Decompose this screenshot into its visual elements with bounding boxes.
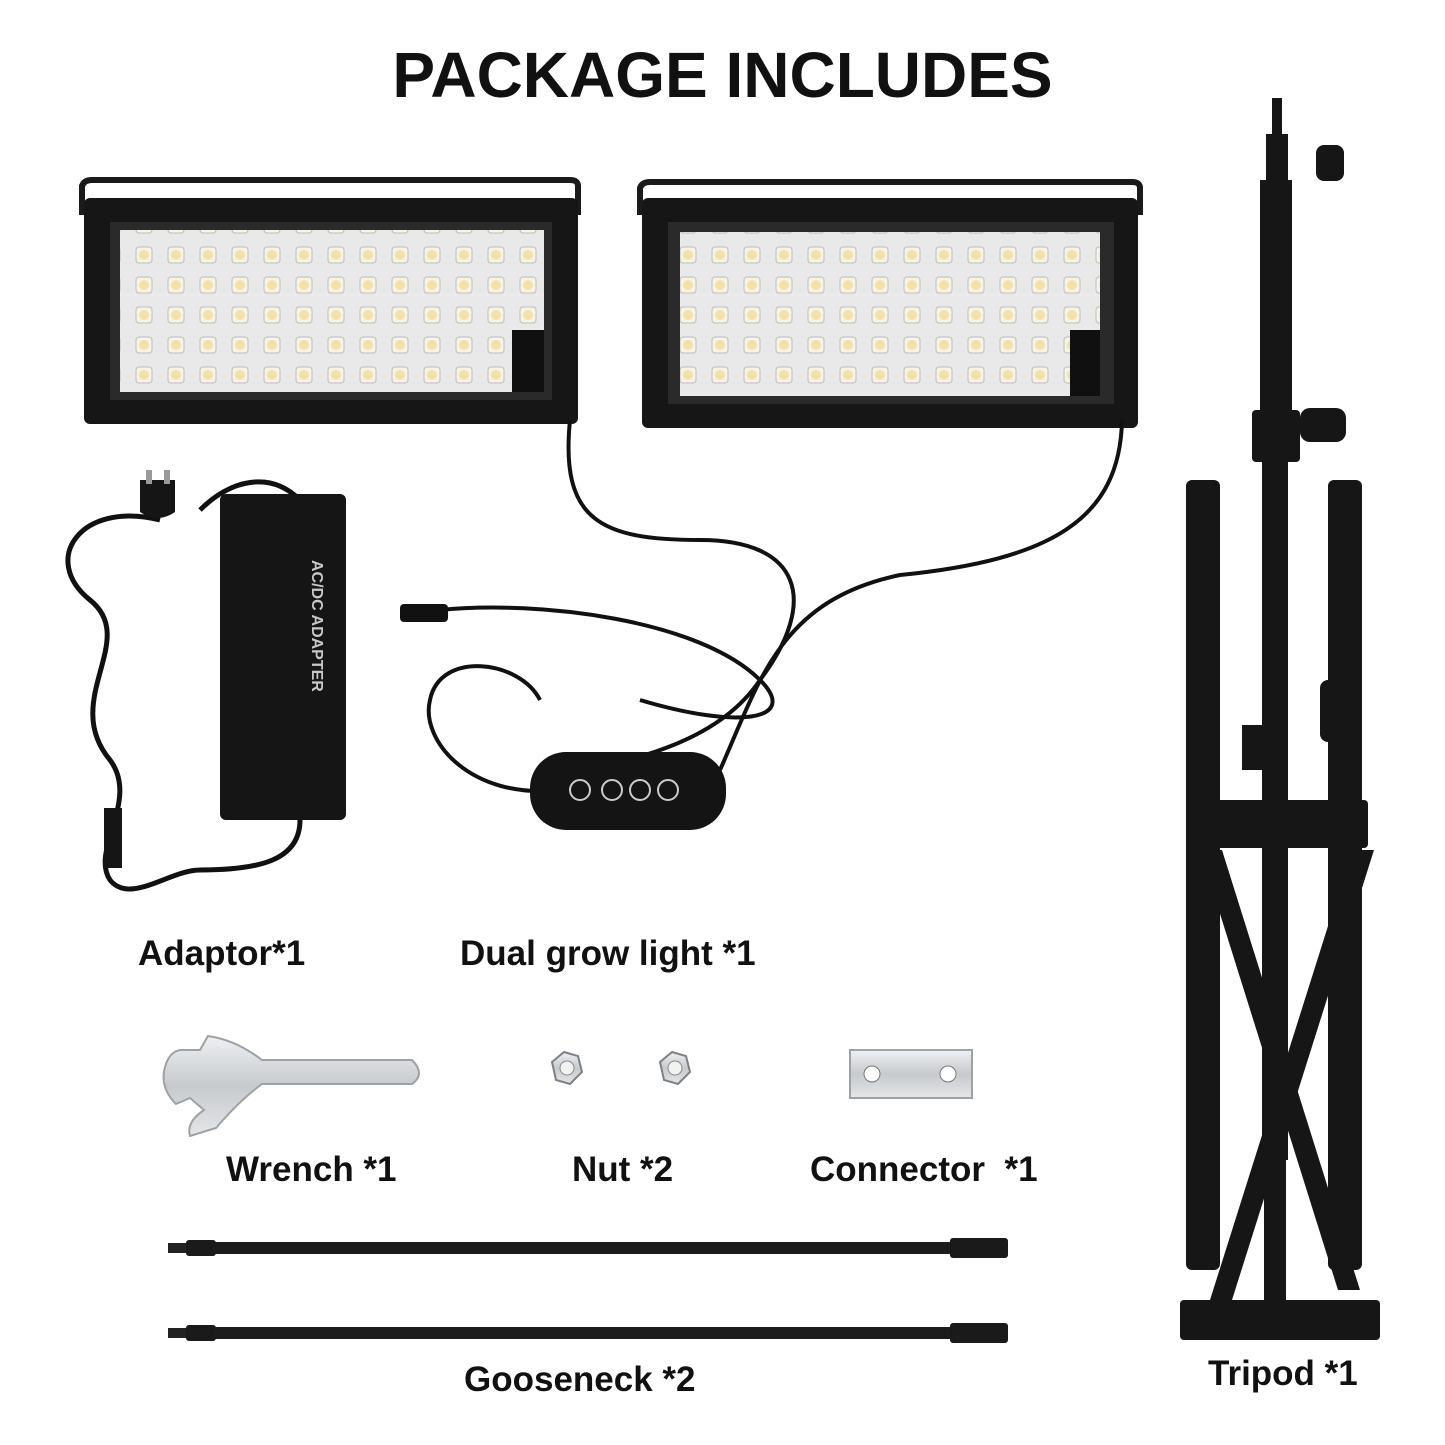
grow-light-panel-right bbox=[637, 179, 1143, 428]
adapter-label-text: AC/DC ADAPTER bbox=[308, 560, 325, 692]
grow-light-panel-left bbox=[79, 177, 581, 424]
gooseneck-pair bbox=[168, 1238, 1008, 1343]
controller-cable bbox=[426, 419, 1124, 794]
page-title: PACKAGE INCLUDES bbox=[392, 39, 1053, 111]
dual-grow-light-label: Dual grow light *1 bbox=[460, 934, 756, 973]
connector-label: Connector *1 bbox=[810, 1150, 1038, 1189]
nut-pair bbox=[550, 1050, 692, 1086]
dimmer-controller bbox=[530, 752, 726, 830]
tripod bbox=[1180, 98, 1380, 1340]
dc-plug bbox=[400, 604, 448, 622]
power-adapter: AC/DC ADAPTER bbox=[65, 470, 346, 892]
nut-label: Nut *2 bbox=[572, 1150, 674, 1189]
tripod-label: Tripod *1 bbox=[1208, 1354, 1358, 1393]
gooseneck-label: Gooseneck *2 bbox=[464, 1360, 696, 1399]
connector-plate bbox=[849, 1049, 973, 1099]
adaptor-label: Adaptor*1 bbox=[138, 934, 306, 973]
wrench-label: Wrench *1 bbox=[226, 1150, 397, 1189]
wrench bbox=[162, 1034, 420, 1138]
